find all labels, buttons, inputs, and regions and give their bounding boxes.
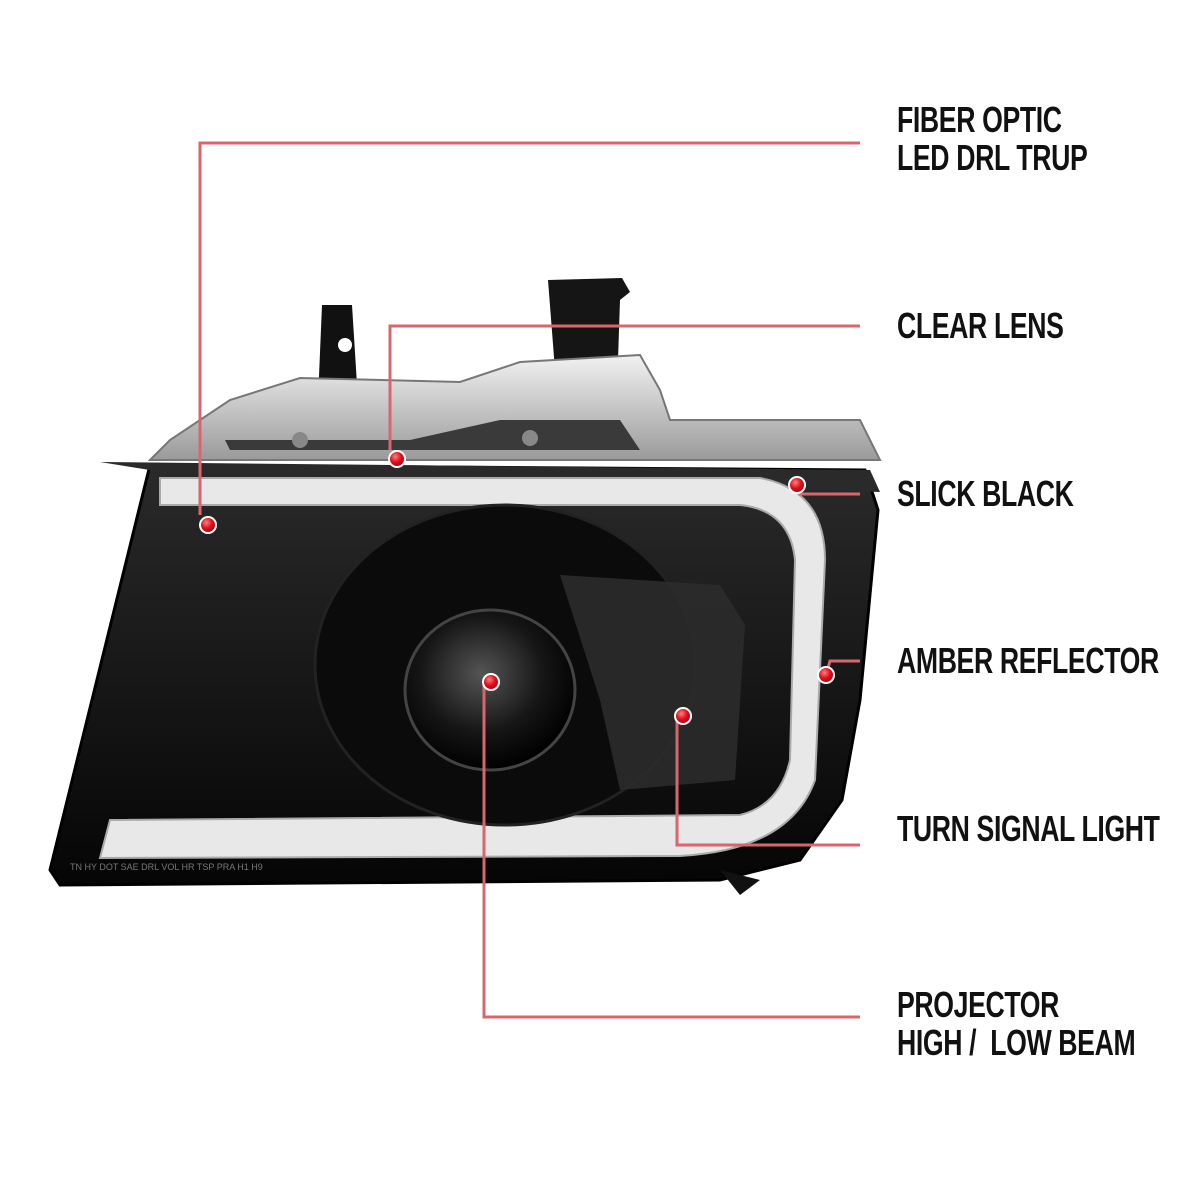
label-clear-lens: CLEAR LENS (897, 307, 1064, 345)
callout-dot-amber-reflector (817, 666, 835, 684)
label-line: PROJECTOR (897, 984, 1059, 1025)
label-turn-signal: TURN SIGNAL LIGHT (897, 810, 1160, 848)
callout-line-turn-signal (675, 716, 860, 847)
label-line: TURN SIGNAL LIGHT (897, 808, 1160, 849)
callout-dot-fiber-optic (199, 516, 217, 534)
svg-text:TN HY DOT SAE DRL VOL HR TSP: TN HY DOT SAE DRL VOL HR TSP PRA H1 H9 (70, 862, 263, 872)
callout-line-projector (482, 682, 860, 1019)
callout-dot-slick-black (788, 476, 806, 494)
callout-dot-clear-lens (388, 450, 406, 468)
label-fiber-optic: FIBER OPTIC LED DRL TRUP (897, 99, 1088, 178)
clear-lens-top (147, 353, 882, 461)
label-line: CLEAR LENS (897, 305, 1064, 346)
callout-dot-projector (482, 673, 500, 691)
label-line: FIBER OPTIC (897, 99, 1062, 140)
callout-dot-turn-signal (674, 707, 692, 725)
callout-line-clear-lens (388, 324, 860, 450)
label-amber-reflector: AMBER REFLECTOR (897, 642, 1159, 680)
label-line: HIGH / LOW BEAM (897, 1022, 1136, 1063)
label-projector: PROJECTOR HIGH / LOW BEAM (897, 984, 1136, 1063)
callout-line-fiber-optic (198, 141, 860, 515)
label-line: LED DRL TRUP (897, 137, 1088, 178)
callout-line-slick-black (795, 484, 860, 496)
label-line: SLICK BLACK (897, 473, 1074, 514)
label-line: AMBER REFLECTOR (897, 640, 1159, 681)
label-slick-black: SLICK BLACK (897, 473, 1074, 514)
mounting-tab (318, 305, 358, 400)
drl-light-bar (98, 477, 827, 860)
mounting-tab (548, 278, 630, 370)
